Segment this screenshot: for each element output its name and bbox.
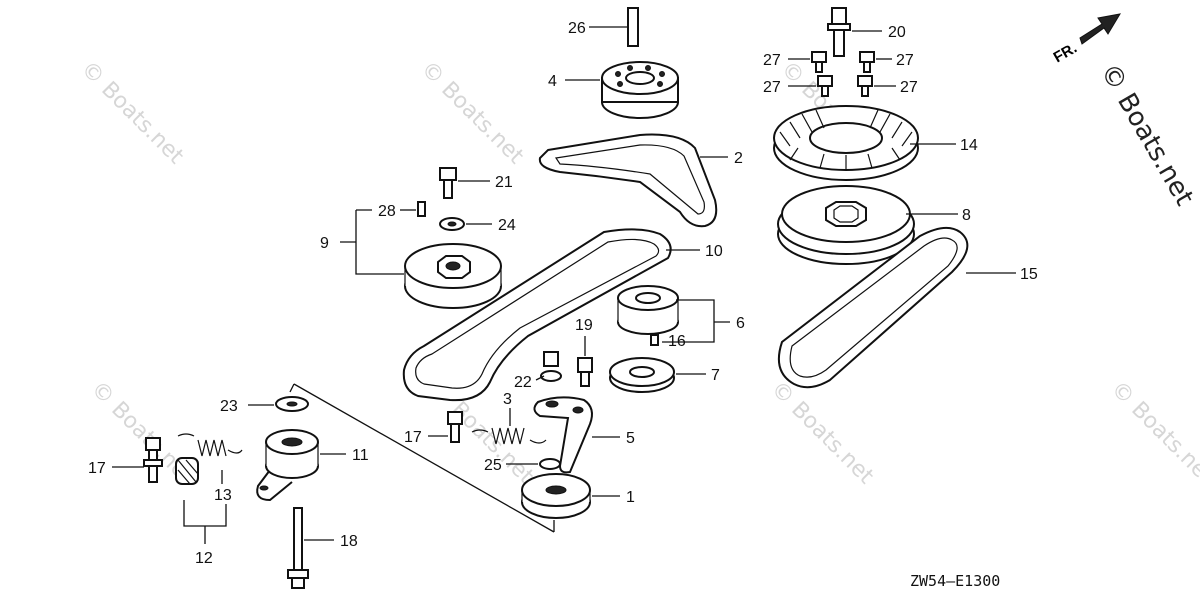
callout-22: 22 xyxy=(514,374,532,391)
callout-27: 27 xyxy=(900,79,918,96)
part-28-pin: 28 xyxy=(378,201,426,220)
callout-25: 25 xyxy=(484,457,502,474)
callout-9: 9 xyxy=(320,235,329,252)
callout-27: 27 xyxy=(763,52,781,69)
part-4-pulley: 4 xyxy=(548,61,679,119)
watermark: © Boats.net xyxy=(766,377,879,490)
callout-5: 5 xyxy=(626,430,635,447)
part-10-timing-belt: 10 xyxy=(402,228,723,402)
part-9-crank-pulley: 9 xyxy=(320,209,502,309)
watermark: © Boats.net xyxy=(76,57,189,170)
group-bracket-12 xyxy=(183,500,227,544)
part-17-bolt: 17 xyxy=(88,437,163,483)
part-6-drive-gear: 6 xyxy=(617,285,745,343)
front-direction-arrow: FR. xyxy=(1051,13,1121,67)
arrow-icon xyxy=(1079,13,1121,45)
callout-23: 23 xyxy=(220,398,238,415)
part-26-key: 26 xyxy=(568,7,639,47)
part-20-bolt: 20 xyxy=(827,7,906,57)
part-1-idler-pulley: 1 xyxy=(521,473,635,519)
callout-19: 19 xyxy=(575,317,593,334)
callout-14: 14 xyxy=(960,137,978,154)
callout-8: 8 xyxy=(962,207,971,224)
part-12-collar xyxy=(175,457,199,485)
part-8-drive-pulley: 8 xyxy=(777,185,971,265)
reference-line xyxy=(293,383,555,533)
part-21-bolt: 21 xyxy=(439,167,513,199)
part-7-sprocket: 7 xyxy=(609,357,720,393)
callout-27: 27 xyxy=(763,79,781,96)
callout-24: 24 xyxy=(498,217,516,234)
callout-4: 4 xyxy=(548,73,557,90)
part-18-stud: 18 xyxy=(287,507,358,589)
callout-1: 1 xyxy=(626,489,635,506)
part-13-spring xyxy=(177,433,243,457)
callout-28: 28 xyxy=(378,203,396,220)
callout-16: 16 xyxy=(668,333,686,350)
part-24-washer: 24 xyxy=(439,217,516,234)
part-25-washer: 25 xyxy=(484,457,561,474)
part-17-bolt: 17 xyxy=(404,411,463,446)
callout-27: 27 xyxy=(896,52,914,69)
watermark: © Boats.net xyxy=(1106,377,1200,490)
part-23-washer: 23 xyxy=(220,396,309,415)
callout-6: 6 xyxy=(736,315,745,332)
callout-10: 10 xyxy=(705,243,723,260)
part-11-tensioner-pulley: 11 xyxy=(256,429,369,502)
callout-3: 3 xyxy=(503,391,512,408)
callout-17: 17 xyxy=(88,460,106,477)
watermark: © Boats.net xyxy=(1094,59,1199,211)
callout-13: 13 xyxy=(214,487,232,504)
part-27-bolts: 27 27 27 27 xyxy=(763,51,918,97)
part-22-plug: 22 xyxy=(514,351,562,391)
direction-label: FR. xyxy=(1051,40,1080,67)
callout-11: 11 xyxy=(352,447,369,464)
part-19-bolt: 19 xyxy=(575,317,593,387)
part-15-v-belt: 15 xyxy=(778,226,1038,389)
callout-2: 2 xyxy=(734,150,743,167)
callout-20: 20 xyxy=(888,24,906,41)
part-3-spring: 3 xyxy=(471,391,547,445)
callout-26: 26 xyxy=(568,20,586,37)
part-16-pin: 16 xyxy=(650,333,686,350)
callout-15: 15 xyxy=(1020,266,1038,283)
watermark: © Boats.net xyxy=(416,57,529,170)
callout-21: 21 xyxy=(495,174,513,191)
callout-7: 7 xyxy=(711,367,720,384)
diagram-code: ZW54—E1300 xyxy=(910,572,1000,590)
part-14-cooling-fan: 14 xyxy=(773,105,978,181)
callout-18: 18 xyxy=(340,533,358,550)
callout-17: 17 xyxy=(404,429,422,446)
callout-12: 12 xyxy=(195,550,213,567)
part-2-timing-belt: 2 xyxy=(538,133,743,228)
part-5-tensioner-arm: 5 xyxy=(533,396,635,474)
